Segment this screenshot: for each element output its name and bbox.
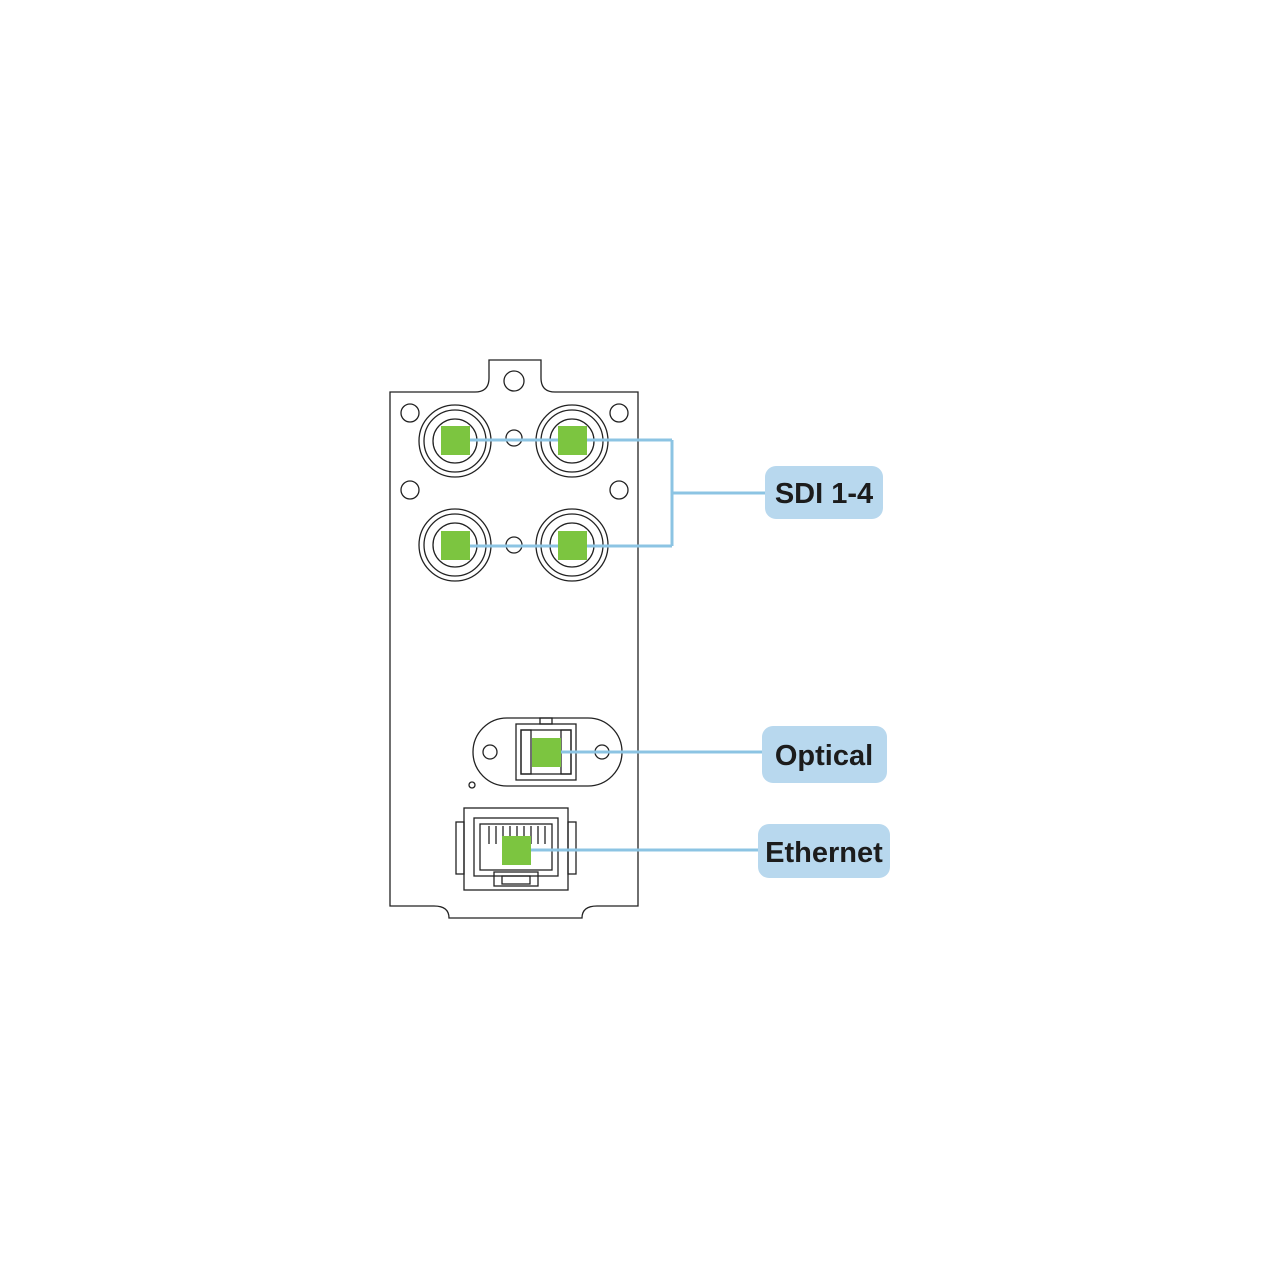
indicator-dot <box>468 781 476 789</box>
screw-hole-top-left <box>400 403 420 423</box>
mounting-hole-top <box>503 370 525 392</box>
optical-label: Optical <box>775 740 873 772</box>
panel-outline <box>389 359 639 919</box>
callout-sdi: SDI 1-4 <box>765 466 883 519</box>
optical-highlight <box>532 738 561 767</box>
sdi-3-highlight <box>441 531 470 560</box>
optical-label-box <box>762 726 887 783</box>
ethernet-highlight <box>502 836 531 865</box>
sdi-4-highlight <box>558 531 587 560</box>
leader-lines <box>455 438 770 852</box>
sdi-1-highlight <box>441 426 470 455</box>
optical-flange <box>472 717 623 787</box>
ethernet-label: Ethernet <box>765 837 883 869</box>
sdi-label-box <box>765 466 883 519</box>
panel <box>389 359 639 919</box>
optical-screw-left <box>482 744 498 760</box>
callout-ethernet: Ethernet <box>758 824 890 878</box>
small-hole-upper-center <box>505 429 523 447</box>
sdi-label: SDI 1-4 <box>775 478 873 510</box>
screw-hole-mid-right <box>609 480 629 500</box>
port-highlights <box>441 426 587 865</box>
screw-hole-mid-left <box>400 480 420 500</box>
screw-hole-top-right <box>609 403 629 423</box>
ethernet-label-box <box>758 824 890 878</box>
callout-optical: Optical <box>762 726 887 783</box>
sdi-2-highlight <box>558 426 587 455</box>
ethernet-connector <box>455 807 577 891</box>
